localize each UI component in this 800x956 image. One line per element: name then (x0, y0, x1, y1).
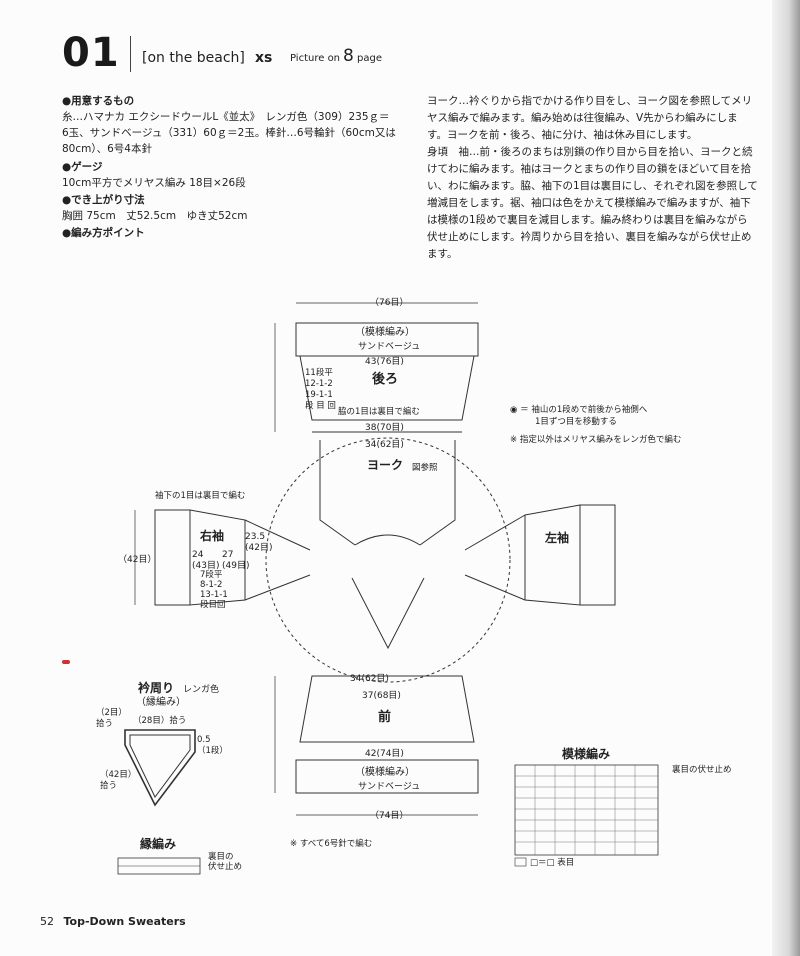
instruction-line: 身頃 袖…前・後ろのまちは別鎖の作り目から目を拾い、ヨークと続 (427, 146, 753, 158)
label-front-37: 37(68目) (362, 691, 401, 701)
instruction-line: ます。 (427, 248, 458, 260)
instruction-line: ヤス編みで編みます。編み始めは往復編み、V先からわ編みにしま (427, 112, 738, 124)
edge-note: 裏目の 伏せ止め (208, 852, 243, 872)
right-sleeve-cuff (154, 509, 191, 606)
label-side-purl: 脇の1目は裏目で編む (338, 407, 420, 417)
edge-title: 縁編み (140, 837, 177, 851)
label-front: 前 (378, 710, 392, 725)
pattern-number: 01 (62, 30, 120, 76)
materials-line-2: 6玉、サンドベージュ（331）60ｇ＝2玉。棒針…6号輪針（60cm又は (62, 127, 396, 139)
collar-title: 衿周り (138, 681, 175, 695)
collar-05: 0.5 （1段） (197, 735, 228, 756)
materials-line-1: 糸…ハマナカ エクシードウールL《並太》 レンガ色（309）235ｇ＝ (62, 111, 390, 123)
left-sleeve-join-top (464, 514, 526, 551)
pattern-stitch-chart (514, 764, 659, 867)
edge-stitch-chart (117, 857, 201, 875)
knitting-points-heading: ●編み方ポイント (62, 227, 145, 239)
picture-page-number: 8 (343, 46, 354, 66)
yoke-circle (265, 437, 511, 683)
materials-heading: ●用意するもの (62, 95, 135, 107)
footer-book-title: Top-Down Sweaters (63, 915, 186, 928)
page-label: page (357, 53, 382, 64)
label-back-pattern: （模様編み） (355, 327, 415, 338)
collar-color: レンガ色 (183, 685, 220, 695)
footer-page-number: 52 (40, 915, 54, 928)
instruction-line: けてわに編みます。袖はヨークとまちの作り目の鎖をほどいて目を拾 (427, 163, 752, 175)
finished-size-line: 胸囲 75cm 丈52.5cm ゆき丈52cm (62, 210, 248, 222)
finished-size-heading: ●でき上がり寸法 (62, 194, 145, 206)
legend-line-2: 1目ずつ目を移動する (535, 417, 617, 427)
front-body-outline (299, 675, 475, 743)
front-hem-band (295, 759, 479, 794)
label-back: 後ろ (372, 372, 399, 387)
gauge-line: 10cm平方でメリヤス編み 18目×26段 (62, 177, 246, 189)
red-margin-mark (62, 660, 70, 664)
legend-line-1: ◉ ＝ 袖山の1段めで前後から袖側へ (510, 405, 648, 415)
label-front-34: 34(62目) (350, 674, 389, 684)
label-front-42: 42(74目) (365, 749, 404, 759)
back-body-outline (299, 355, 475, 421)
book-spine-shadow (772, 0, 800, 956)
collar-inner (129, 734, 191, 798)
pattern-title: [on the beach] (142, 50, 245, 66)
neckline-back (354, 534, 421, 546)
gauge-heading: ●ゲージ (62, 161, 103, 173)
label-sleeve-23: 23.5 (42目) (245, 532, 273, 553)
yoke-armhole-lines (319, 440, 456, 546)
instruction-line: 伏せ止めにします。衿周りから目を拾い、裏目を編みながら伏せ止め (427, 231, 752, 243)
pattern-chart-title: 模様編み (562, 747, 611, 761)
collar-shape (124, 729, 196, 807)
instruction-line: は模様の1段めで裏目を減目します。編み終わりは裏目を編みながら (427, 214, 748, 226)
collar-2: （2目） 拾う (96, 708, 127, 729)
label-front-pattern: （模様編み） (355, 767, 415, 778)
footer: 52 Top-Down Sweaters (40, 915, 186, 928)
collar-28: （28目）拾う (133, 716, 187, 726)
pattern-chart-note: 裏目の伏せ止め (672, 765, 732, 775)
instruction-line: ヨーク…衿ぐりから指でかける作り目をし、ヨーク図を参照してメリ (427, 95, 753, 107)
label-bottom-74: （74目） (370, 811, 409, 821)
label-front-sand: サンドベージュ (358, 782, 421, 792)
picture-label: Picture on (290, 53, 341, 64)
right-sleeve-join-top (244, 519, 311, 551)
front-v-neck (351, 577, 425, 650)
left-sleeve-join-bottom (464, 574, 526, 601)
label-sleeve-24: 24 (43目) (192, 550, 220, 571)
materials-line-3: 80cm）、6号4本針 (62, 143, 152, 155)
label-sleeve-42: （42目） (118, 555, 157, 565)
label-yoke: ヨーク (367, 458, 404, 472)
left-sleeve-cuff (579, 504, 616, 606)
label-yoke-ref: 図参照 (412, 463, 438, 473)
label-back-rows: 11段平 12-1-2 19-1-1 段 目 回 (305, 368, 336, 411)
instruction-line: す。ヨークを前・後ろ、袖に分け、袖は休み目にします。 (427, 129, 698, 141)
label-sleeve-rows: 7段平 8-1-2 13-1-1 段目回 (200, 570, 228, 610)
label-left-sleeve: 左袖 (545, 531, 570, 545)
pattern-size: xs (255, 50, 273, 66)
label-under-sleeve: 袖下の1目は裏目で編む (155, 491, 246, 501)
pattern-chart-legend: □＝□ 表目 (530, 858, 575, 868)
label-sleeve-27: 27 (49目) (222, 550, 250, 571)
instruction-line: 増減目をします。裾、袖口は色をかえて模様編みで編みますが、袖下 (427, 197, 751, 209)
label-back-38: 38(70目) (365, 423, 404, 433)
collar-42: （42目） 拾う (100, 770, 137, 791)
label-back-sand: サンドベージュ (358, 342, 421, 352)
label-top-76: （76目） (370, 298, 409, 308)
label-back-43: 43(76目) (365, 357, 404, 367)
label-back-34: 34(62目) (365, 440, 404, 450)
label-right-sleeve: 右袖 (200, 529, 225, 543)
collar-sub: （縁編み） (136, 697, 186, 708)
instruction-line: い、わに編みます。脇、袖下の1目は裏目にし、それぞれ図を参照して (427, 180, 758, 192)
header-divider (130, 36, 131, 72)
left-sleeve-body (524, 504, 581, 606)
right-sleeve-join-bottom (244, 574, 311, 601)
needle-note: ※ すべて6号針で編む (290, 839, 373, 849)
legend-line-3: ※ 指定以外はメリヤス編みをレンガ色で編む (510, 435, 682, 445)
